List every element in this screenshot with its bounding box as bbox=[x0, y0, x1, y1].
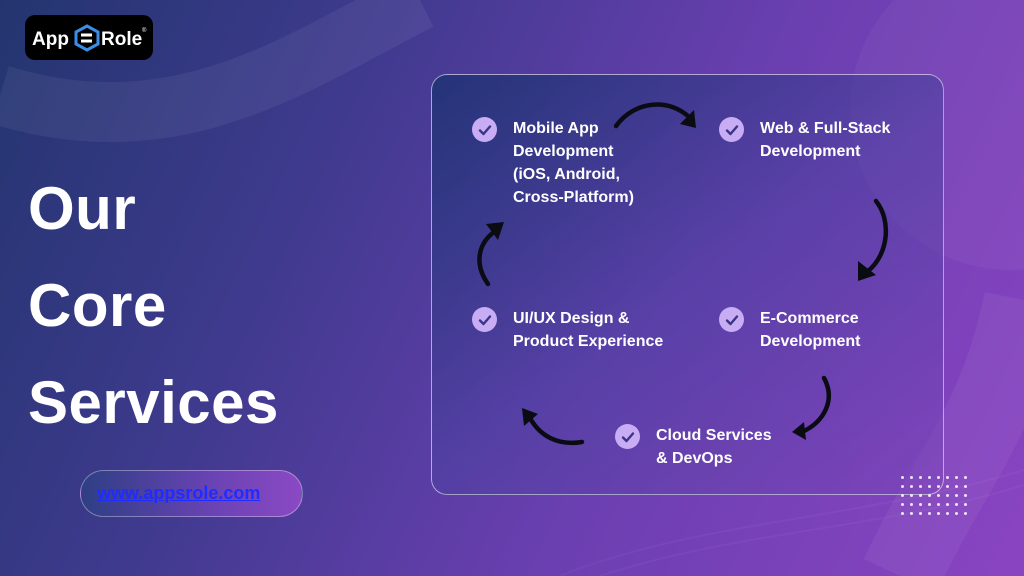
curved-arrow-icon bbox=[858, 198, 889, 281]
service-e-commerce: E-Commerce Development bbox=[719, 307, 860, 353]
svg-text:Role: Role bbox=[101, 29, 142, 50]
curved-arrow-icon bbox=[792, 375, 831, 440]
curved-arrow-icon bbox=[477, 222, 504, 287]
service-label: Cloud Services & DevOps bbox=[656, 427, 772, 467]
services-card bbox=[431, 74, 944, 495]
check-icon bbox=[472, 307, 497, 332]
service-web-full-stack: Web & Full-Stack Development bbox=[719, 117, 890, 163]
check-icon bbox=[472, 117, 497, 142]
service-label: Mobile App Development (iOS, Android, Cr… bbox=[513, 120, 634, 206]
website-pill: www.appsrole.com bbox=[80, 470, 303, 517]
service-label: Web & Full-Stack Development bbox=[760, 120, 891, 160]
appsrole-logo: App Role ® bbox=[25, 15, 153, 60]
appsrole-logo-mark: App Role ® bbox=[32, 23, 147, 52]
title-line-3: Services bbox=[28, 369, 279, 436]
service-ui-ux: UI/UX Design & Product Experience bbox=[472, 307, 663, 353]
curved-arrow-icon bbox=[522, 408, 585, 446]
title-line-1: Our bbox=[28, 175, 137, 242]
svg-text:®: ® bbox=[142, 27, 147, 34]
website-link[interactable]: www.appsrole.com bbox=[97, 483, 261, 503]
svg-text:App: App bbox=[32, 29, 69, 50]
check-icon bbox=[719, 117, 744, 142]
check-icon bbox=[615, 424, 640, 449]
service-label: UI/UX Design & Product Experience bbox=[513, 310, 664, 350]
service-mobile-app: Mobile App Development (iOS, Android, Cr… bbox=[472, 117, 634, 209]
service-cloud-devops: Cloud Services & DevOps bbox=[615, 424, 772, 470]
decorative-dot-grid bbox=[901, 476, 967, 520]
check-icon bbox=[719, 307, 744, 332]
page-title: Our Core Services bbox=[28, 160, 358, 451]
service-label: E-Commerce Development bbox=[760, 310, 861, 350]
curved-arrow-icon bbox=[613, 102, 696, 129]
title-line-2: Core bbox=[28, 272, 167, 339]
